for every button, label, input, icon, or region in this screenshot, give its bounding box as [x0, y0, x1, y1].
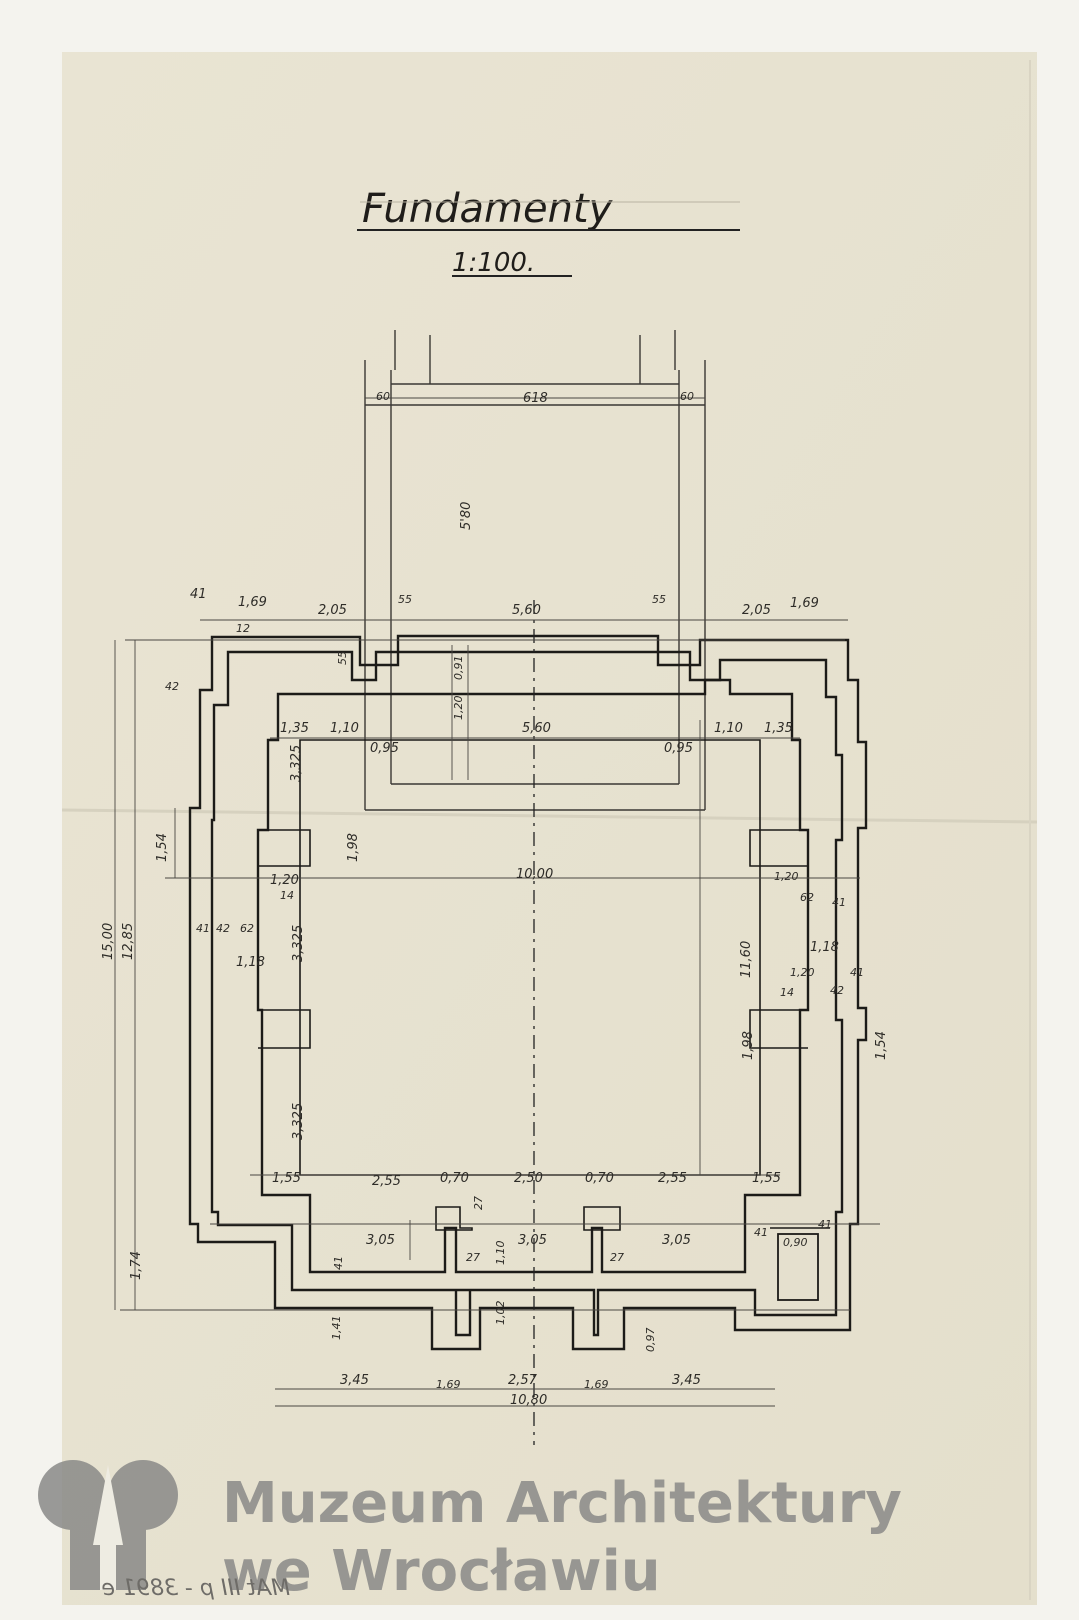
dim-bot-345-l: 3,45: [340, 1373, 369, 1388]
dim-b-141: 1,41: [330, 1316, 343, 1341]
buttress-bottom-right: [583, 1206, 621, 1231]
dim-mid-560: 5,60: [522, 721, 551, 736]
dim-nave-length: 11,60: [739, 941, 754, 978]
museum-watermark: Muzeum Architektury we Wrocławiu: [38, 1460, 902, 1604]
drawing-scale: 1:100.: [452, 248, 535, 278]
dim-bot-345-r: 3,45: [672, 1373, 701, 1388]
dim-r-135: 1,35: [764, 721, 793, 736]
dim-l-14: 14: [280, 889, 294, 902]
dim-left-42: 42: [165, 680, 179, 693]
dim-r-110: 1,10: [714, 721, 743, 736]
dim-r-41: 41: [832, 896, 846, 909]
dim-r-095: 0,95: [664, 741, 693, 756]
pilaster-left-lower: [258, 1009, 311, 1049]
dim-b-070-l: 0,70: [440, 1171, 469, 1186]
dim-l-135: 1,35: [280, 721, 309, 736]
dim-l-198: 1,98: [346, 833, 361, 862]
dim-tower-wall-left: 60: [376, 390, 390, 403]
dim-l-120: 1,20: [270, 873, 299, 888]
dim-top-169-right: 1,69: [790, 596, 819, 611]
dim-r-41-b: 41: [850, 966, 864, 979]
dim-l-62-a: 62: [240, 922, 254, 935]
dimension-lines: [114, 397, 880, 1407]
dim-r-154: 1,54: [874, 1031, 889, 1060]
dim-total-1285: 12,85: [121, 923, 136, 960]
buttress-bottom-left: [435, 1206, 473, 1231]
watermark-line2: we Wrocławiu: [222, 1539, 661, 1604]
dim-r-118: 1,18: [810, 940, 839, 955]
dim-l-154: 1,54: [155, 833, 170, 862]
dim-r-198: 1,98: [741, 1031, 756, 1060]
dim-r-14: 14: [780, 986, 794, 999]
dim-b-41-r: 41: [754, 1226, 768, 1239]
dim-r-62: 62: [800, 891, 814, 904]
dim-b-110: 1,10: [494, 1241, 507, 1266]
dim-l-3325-mid: 3,325: [291, 925, 306, 962]
dim-b-155-r: 1,55: [752, 1171, 781, 1186]
dim-b-27-l: 27: [466, 1251, 480, 1264]
inventory-number: MAt III p - 3891 e: [101, 1576, 290, 1601]
dim-top-55-right: 55: [652, 593, 666, 606]
dim-b-250: 2,50: [514, 1171, 543, 1186]
dim-tower-width: 618: [523, 391, 548, 406]
dim-l-3325-low: 3,325: [291, 1103, 306, 1140]
museum-logo-icon: [38, 1460, 178, 1590]
pilaster-right-upper: [749, 829, 808, 867]
dim-b-090: 0,90: [783, 1236, 808, 1249]
drawing-title: Fundamenty: [362, 186, 614, 232]
dim-b-305-m: 3,05: [518, 1233, 547, 1248]
dim-b-070-r: 0,70: [585, 1171, 614, 1186]
dim-l-3325-top: 3,325: [289, 745, 304, 782]
dim-top-55-left: 55: [398, 593, 412, 606]
dim-bot-169-l: 1,69: [436, 1378, 461, 1391]
dim-tower-depth: 5'80: [459, 502, 474, 530]
dim-top-560: 5,60: [512, 603, 541, 618]
pilaster-right-lower: [749, 1009, 808, 1049]
fold-line: [61, 808, 1038, 824]
dim-bot-total: 10,80: [510, 1393, 547, 1408]
dim-b-27-r: 27: [610, 1251, 624, 1264]
dim-b-305-l: 3,05: [366, 1233, 395, 1248]
dim-bot-169-r: 1,69: [584, 1378, 609, 1391]
dim-left-55: 55: [336, 651, 349, 665]
dim-b-097: 0,97: [644, 1328, 657, 1353]
paper-sheet: [62, 52, 1037, 1605]
dim-b-255-l: 2,55: [372, 1174, 401, 1189]
dim-left-12: 12: [236, 622, 250, 635]
dim-b-102: 1,02: [494, 1301, 507, 1326]
watermark-line1: Muzeum Architektury: [222, 1471, 902, 1536]
dim-b-255-r: 2,55: [658, 1171, 687, 1186]
dim-top-169-left: 1,69: [238, 595, 267, 610]
dim-r-42: 42: [830, 984, 844, 997]
corner-pier-right: [777, 1233, 819, 1301]
dim-l-42-a: 42: [216, 922, 230, 935]
dim-top-41: 41: [190, 587, 207, 602]
dim-v-120: 1,20: [452, 696, 465, 721]
dim-v-091: 0,91: [452, 656, 465, 681]
dim-top-205-right: 2,05: [742, 603, 771, 618]
dim-tower-wall-right: 60: [680, 390, 694, 403]
pilaster-left-upper: [258, 829, 311, 867]
dim-b-41-low: 41: [332, 1256, 345, 1270]
dim-b-305-r: 3,05: [662, 1233, 691, 1248]
tower-outline: [364, 330, 706, 811]
dim-l-118: 1,18: [236, 955, 265, 970]
dim-l-095: 0,95: [370, 741, 399, 756]
dim-b-155-l: 1,55: [272, 1171, 301, 1186]
dim-bot-257: 2,57: [508, 1373, 538, 1388]
dim-total-1500: 15,00: [101, 923, 116, 960]
dim-b-41-rr: 41: [818, 1218, 832, 1231]
dim-l-41-a: 41: [196, 922, 210, 935]
dimension-labels: 60 618 60 5'80 41 1,69 2,05 55 5,60 55 2…: [101, 390, 889, 1408]
dim-r-120-a: 1,20: [774, 870, 799, 883]
dim-r-120-b: 1,20: [790, 966, 815, 979]
dim-b-27-top: 27: [472, 1196, 485, 1210]
dim-l-110: 1,10: [330, 721, 359, 736]
dim-nave-width: 10,00: [516, 867, 553, 882]
dim-l-174: 1,74: [129, 1251, 144, 1280]
dim-top-205-left: 2,05: [318, 603, 347, 618]
